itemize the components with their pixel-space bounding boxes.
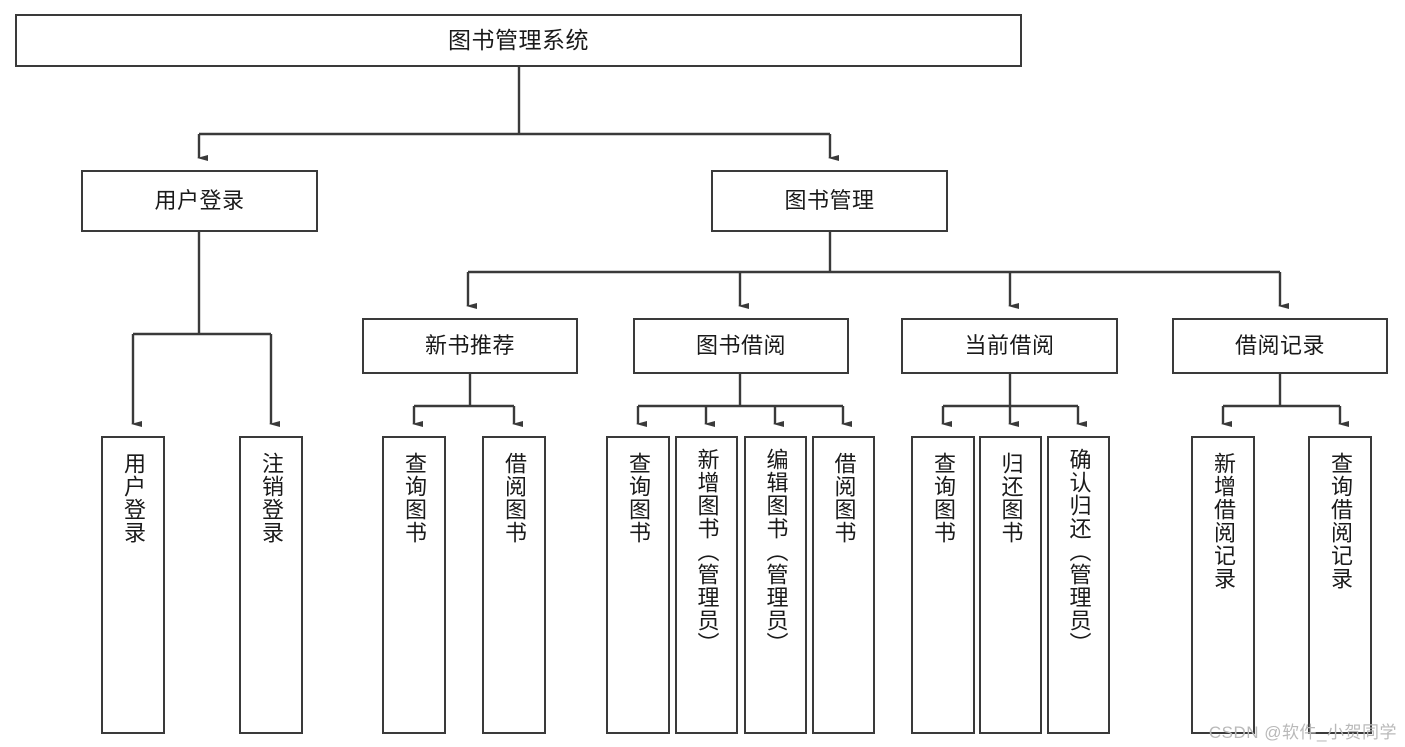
node-label: 查询图书 (930, 452, 956, 544)
node-label: 用户登录 (120, 452, 146, 544)
node-label: 注销登录 (258, 452, 284, 544)
node-book-management[interactable]: 图书管理 (711, 170, 948, 232)
leaf-borrow-record-query[interactable]: 查询借阅记录 (1308, 436, 1372, 734)
node-label: 图书管理系统 (448, 26, 589, 53)
node-label: 归还图书 (998, 452, 1024, 544)
leaf-book-borrow-query[interactable]: 查询图书 (606, 436, 670, 734)
node-root-system[interactable]: 图书管理系统 (15, 14, 1022, 67)
node-label: 新增图书（管理员） (694, 448, 720, 655)
node-label: 当前借阅 (964, 332, 1055, 358)
node-label: 新书推荐 (424, 332, 515, 358)
node-label: 新增借阅记录 (1210, 452, 1236, 590)
leaf-book-borrow-edit[interactable]: 编辑图书（管理员） (744, 436, 807, 734)
leaf-new-book-query[interactable]: 查询图书 (382, 436, 446, 734)
node-label: 图书管理 (784, 187, 875, 213)
node-label: 编辑图书（管理员） (763, 448, 789, 655)
node-user-login[interactable]: 用户登录 (81, 170, 318, 232)
leaf-current-borrow-confirm-return[interactable]: 确认归还（管理员） (1047, 436, 1110, 734)
node-label: 图书借阅 (695, 332, 786, 358)
node-label: 查询图书 (401, 452, 427, 544)
node-current-borrow[interactable]: 当前借阅 (901, 318, 1118, 374)
leaf-borrow-record-add[interactable]: 新增借阅记录 (1191, 436, 1255, 734)
node-label: 查询借阅记录 (1327, 452, 1353, 590)
leaf-book-borrow-borrow[interactable]: 借阅图书 (812, 436, 875, 734)
leaf-book-borrow-add[interactable]: 新增图书（管理员） (675, 436, 738, 734)
node-label: 借阅图书 (831, 452, 857, 544)
leaf-user-login-logout[interactable]: 注销登录 (239, 436, 303, 734)
node-label: 查询图书 (625, 452, 651, 544)
node-new-book-recommend[interactable]: 新书推荐 (362, 318, 578, 374)
node-book-borrow[interactable]: 图书借阅 (633, 318, 849, 374)
leaf-user-login-login[interactable]: 用户登录 (101, 436, 165, 734)
node-label: 借阅记录 (1234, 332, 1325, 358)
node-label: 确认归还（管理员） (1066, 448, 1092, 655)
node-label: 用户登录 (154, 187, 245, 213)
node-borrow-records[interactable]: 借阅记录 (1172, 318, 1388, 374)
watermark: CSDN @软件_小贺同学 (1208, 723, 1397, 742)
leaf-current-borrow-query[interactable]: 查询图书 (911, 436, 975, 734)
leaf-current-borrow-return[interactable]: 归还图书 (979, 436, 1042, 734)
node-label: 借阅图书 (501, 452, 527, 544)
leaf-new-book-borrow[interactable]: 借阅图书 (482, 436, 546, 734)
